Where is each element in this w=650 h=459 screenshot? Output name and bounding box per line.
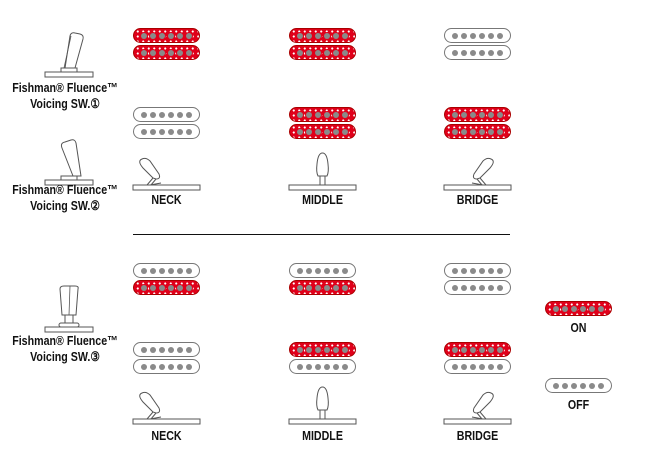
voicing-switch-1-label: Fishman® Fluence™ Voicing SW.① xyxy=(12,80,118,111)
sw3-top-middle-coil-bottom xyxy=(289,280,356,295)
sw2-bridge-coil-bottom xyxy=(444,124,511,139)
voicing-switch-2-icon xyxy=(44,139,94,186)
section-divider xyxy=(133,234,510,235)
sw3-bottom-bridge-coil-top xyxy=(444,342,511,357)
sw1-bridge-coil-top xyxy=(444,28,511,43)
sw3-bottom-middle-coil-bottom xyxy=(289,359,356,374)
position-label-middle-top: MIDDLE xyxy=(302,192,343,207)
sw3-top-middle-coil-top xyxy=(289,263,356,278)
legend-on-label: ON xyxy=(570,320,587,335)
sw1-neck-coil-bottom xyxy=(133,45,200,60)
legend-off-label: OFF xyxy=(567,397,590,412)
position-label-middle-bottom: MIDDLE xyxy=(302,428,343,443)
sw3-bottom-neck-coil-bottom xyxy=(133,359,200,374)
voicing-switch-3-label: Fishman® Fluence™ Voicing SW.③ xyxy=(12,333,118,364)
position-label-neck-top: NECK xyxy=(151,192,182,207)
sw1-middle-coil-bottom xyxy=(289,45,356,60)
sw3-bottom-bridge-coil-bottom xyxy=(444,359,511,374)
sw2-neck-coil-bottom xyxy=(133,124,200,139)
sw3-top-neck-coil-bottom xyxy=(133,280,200,295)
blade-switch-neck-icon-bottom xyxy=(132,391,201,425)
sw3-top-neck-coil-top xyxy=(133,263,200,278)
sw3-top-bridge-coil-bottom xyxy=(444,280,511,295)
sw1-bridge-coil-bottom xyxy=(444,45,511,60)
sw2-middle-coil-top xyxy=(289,107,356,122)
sw1-middle-coil-top xyxy=(289,28,356,43)
voicing-switch-2-label: Fishman® Fluence™ Voicing SW.② xyxy=(12,182,118,213)
blade-switch-middle-icon xyxy=(288,152,357,191)
voicing-switch-1-icon xyxy=(44,32,94,78)
legend-on-coil xyxy=(545,301,612,316)
sw3-bottom-middle-coil-top xyxy=(289,342,356,357)
sw2-bridge-coil-top xyxy=(444,107,511,122)
sw3-bottom-neck-coil-top xyxy=(133,342,200,357)
position-label-neck-bottom: NECK xyxy=(151,428,182,443)
blade-switch-bridge-icon-bottom xyxy=(443,391,512,425)
sw2-middle-coil-bottom xyxy=(289,124,356,139)
position-label-bridge-top: BRIDGE xyxy=(456,192,499,207)
sw3-top-bridge-coil-top xyxy=(444,263,511,278)
blade-switch-middle-icon-bottom xyxy=(288,386,357,425)
legend-off-coil xyxy=(545,378,612,393)
voicing-switch-3-icon xyxy=(44,285,94,333)
sw2-neck-coil-top xyxy=(133,107,200,122)
position-label-bridge-bottom: BRIDGE xyxy=(456,428,499,443)
blade-switch-neck-icon xyxy=(132,157,201,191)
blade-switch-bridge-icon xyxy=(443,157,512,191)
sw1-neck-coil-top xyxy=(133,28,200,43)
